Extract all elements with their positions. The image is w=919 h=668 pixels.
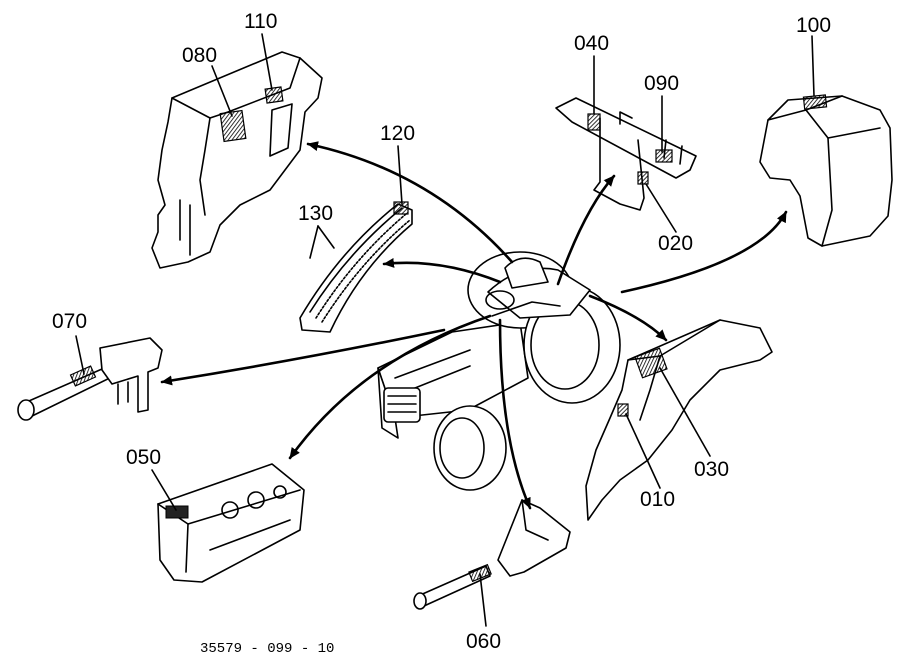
callout-110: 110 bbox=[244, 10, 277, 33]
battery-box bbox=[157, 463, 305, 583]
label-040-marker bbox=[587, 113, 601, 131]
tractor-body bbox=[377, 251, 621, 491]
callout-060: 060 bbox=[466, 630, 501, 653]
leader-arrows bbox=[160, 141, 788, 510]
label-090-marker bbox=[655, 149, 673, 163]
side-cover-panel bbox=[151, 51, 323, 269]
curved-panel bbox=[299, 201, 413, 333]
label-080-marker bbox=[219, 109, 247, 143]
label-070-marker bbox=[69, 365, 97, 387]
callout-080: 080 bbox=[182, 44, 217, 67]
label-100-marker bbox=[802, 94, 828, 110]
callout-020: 020 bbox=[658, 232, 693, 255]
rear-cover-box bbox=[759, 94, 893, 247]
callout-030: 030 bbox=[694, 458, 729, 481]
label-010-marker bbox=[617, 403, 629, 417]
callout-leaders bbox=[75, 33, 815, 627]
callout-100: 100 bbox=[796, 14, 831, 37]
label-050-marker bbox=[165, 505, 189, 519]
callout-050: 050 bbox=[126, 446, 161, 469]
label-020-marker bbox=[637, 171, 649, 185]
callout-120: 120 bbox=[380, 122, 415, 145]
callout-070: 070 bbox=[52, 310, 87, 333]
label-120-marker bbox=[393, 201, 409, 215]
label-030-marker bbox=[634, 347, 668, 379]
callout-040: 040 bbox=[574, 32, 609, 55]
callout-130: 130 bbox=[298, 202, 333, 225]
callout-010: 010 bbox=[640, 488, 675, 511]
drawing-number: 35579 - 099 - 10 bbox=[200, 641, 334, 657]
label-060-marker bbox=[468, 563, 492, 583]
label-110-marker bbox=[264, 86, 284, 104]
control-lever bbox=[17, 337, 163, 421]
hand-lever bbox=[413, 499, 571, 610]
mounting-bracket bbox=[555, 97, 697, 211]
callout-090: 090 bbox=[644, 72, 679, 95]
callout-numbers: 110 080 120 130 040 090 100 020 070 050 … bbox=[52, 10, 831, 653]
